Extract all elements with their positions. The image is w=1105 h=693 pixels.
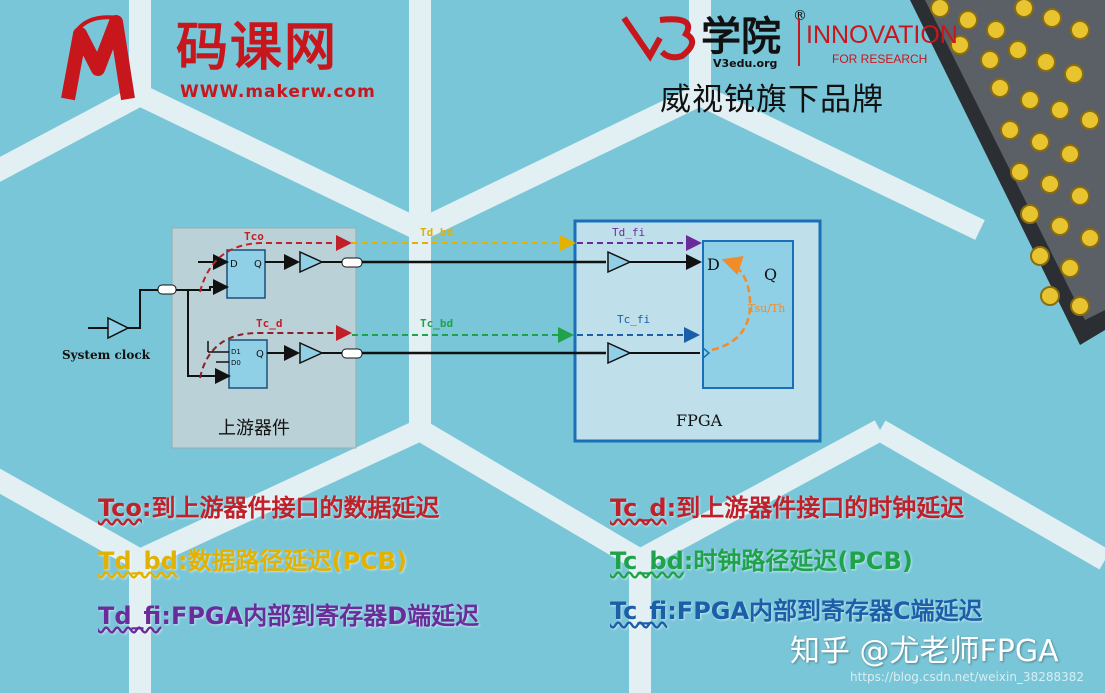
buffer-icon bbox=[607, 250, 632, 274]
connector-icon bbox=[341, 348, 363, 359]
v3-registered-mark: ® bbox=[793, 8, 807, 24]
legend-td-bd-desc: :数据路径延迟(PCB) bbox=[177, 547, 407, 575]
innovation-subtext: FOR RESEARCH bbox=[832, 52, 928, 66]
legend-tc-d: Tc_d:到上游器件接口的时钟延迟 bbox=[610, 493, 964, 523]
td-fi-label: Td_fi bbox=[612, 226, 645, 239]
ff1-q-pin: Q bbox=[254, 259, 262, 270]
legend-tc-fi-desc: :FPGA内部到寄存器C端延迟 bbox=[667, 597, 983, 625]
zhihu-watermark: 知乎 @尤老师FPGA bbox=[790, 634, 1059, 669]
buffer-icon bbox=[107, 316, 130, 340]
legend-td-fi-desc: :FPGA内部到寄存器D端延迟 bbox=[161, 602, 480, 630]
legend-td-fi-key: Td_fi bbox=[98, 602, 162, 630]
fpga-register bbox=[702, 240, 794, 389]
brand-line: 威视锐旗下品牌 bbox=[660, 82, 884, 118]
legend-tco: Tco:到上游器件接口的数据延迟 bbox=[98, 493, 440, 523]
makerw-name: 码课网 bbox=[176, 18, 339, 78]
buffer-icon bbox=[299, 341, 324, 365]
ff1-d-pin: D bbox=[230, 259, 238, 270]
csdn-watermark: https://blog.csdn.net/weixin_38288382 bbox=[850, 670, 1085, 684]
tc-fi-label: Tc_fi bbox=[617, 313, 650, 326]
ff2-d1-pin: D1 bbox=[231, 348, 241, 356]
upstream-label: 上游器件 bbox=[218, 418, 290, 439]
legend-tc-bd: Tc_bd:时钟路径延迟(PCB) bbox=[610, 546, 913, 576]
ff2-d0-pin: D0 bbox=[231, 359, 241, 367]
legend-tc-d-desc: :到上游器件接口的时钟延迟 bbox=[666, 494, 965, 522]
legend-tc-bd-desc: :时钟路径延迟(PCB) bbox=[683, 547, 913, 575]
legend-tc-fi-key: Tc_fi bbox=[610, 597, 668, 625]
tc-bd-label: Tc_bd bbox=[420, 317, 453, 330]
flipflop-icon bbox=[226, 249, 266, 299]
chip-corner bbox=[910, 0, 1105, 345]
legend-tco-key: Tco bbox=[98, 494, 142, 522]
fpga-label: FPGA bbox=[676, 411, 723, 430]
tsu-th-label: Tsu/Th bbox=[748, 302, 785, 315]
fpga-ff-d-pin: D bbox=[707, 255, 720, 274]
v3-url: V3edu.org bbox=[713, 57, 778, 70]
buffer-icon bbox=[607, 341, 632, 365]
innovation-divider bbox=[798, 18, 800, 66]
v3-logo-icon bbox=[621, 16, 695, 62]
tc-d-label: Tc_d bbox=[256, 317, 283, 330]
legend-tc-fi: Tc_fi:FPGA内部到寄存器C端延迟 bbox=[610, 596, 983, 626]
makerw-logo-icon bbox=[61, 15, 135, 101]
legend-tc-d-key: Tc_d bbox=[610, 494, 667, 522]
legend-td-bd-key: Td_bd bbox=[98, 547, 178, 575]
legend-tco-desc: :到上游器件接口的数据延迟 bbox=[141, 494, 440, 522]
system-clock-label: System clock bbox=[62, 348, 151, 362]
tco-label: Tco bbox=[244, 230, 264, 243]
legend-tc-bd-key: Tc_bd bbox=[610, 547, 684, 575]
v3-name: 学院 bbox=[701, 14, 781, 60]
flipflop-icon bbox=[228, 339, 268, 389]
makerw-url: WWW.makerw.com bbox=[180, 82, 376, 102]
innovation-text: INNOVATION bbox=[806, 21, 958, 49]
ff2-q-pin: Q bbox=[256, 349, 264, 360]
connector-icon bbox=[341, 257, 363, 268]
legend-td-fi: Td_fi:FPGA内部到寄存器D端延迟 bbox=[98, 601, 479, 631]
fpga-ff-q-pin: Q bbox=[764, 265, 777, 284]
connector-icon bbox=[157, 284, 177, 295]
legend-td-bd: Td_bd:数据路径延迟(PCB) bbox=[98, 546, 407, 576]
td-bd-label: Td_bd bbox=[420, 226, 453, 239]
buffer-icon bbox=[299, 250, 324, 274]
